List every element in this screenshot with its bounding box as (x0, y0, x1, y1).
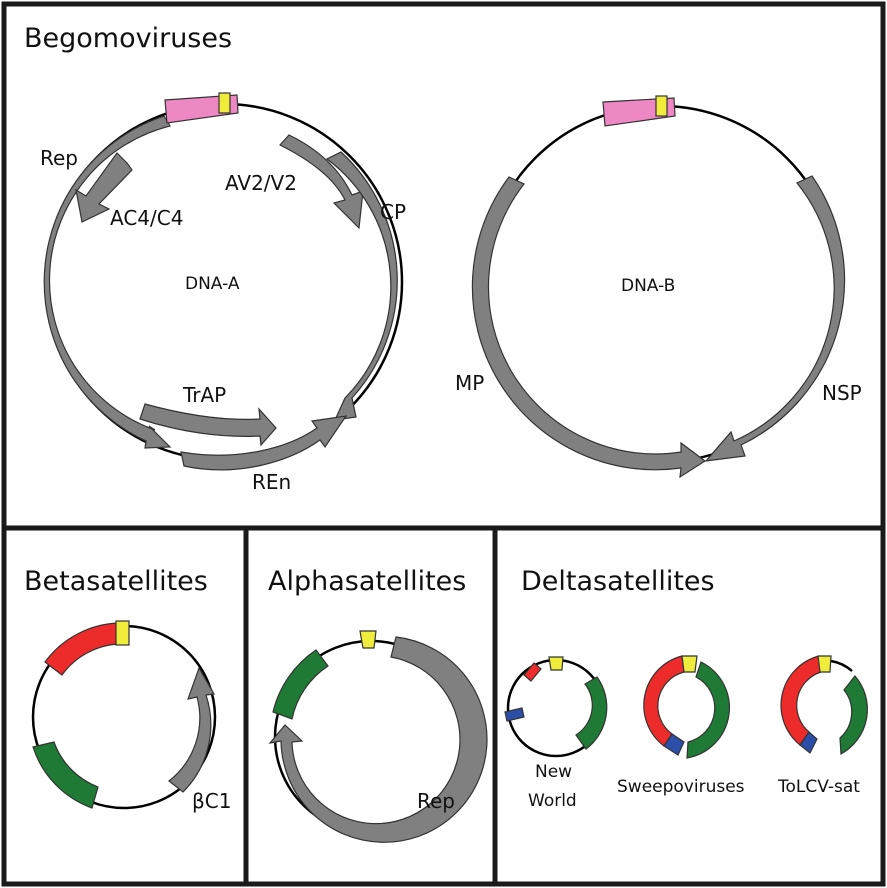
av2-label: AV2/V2 (225, 171, 297, 195)
new-world-red-marker (523, 662, 542, 682)
mp-label: MP (455, 371, 484, 395)
deltasatellite-panel (492, 525, 886, 887)
beta-green-gene (32, 741, 99, 809)
alpha-ori-marker (359, 630, 377, 649)
bc1-label: βC1 (192, 789, 231, 813)
sweepo-green-gene (686, 661, 730, 759)
ac4-gene (75, 152, 133, 223)
cp-gene (325, 151, 398, 421)
ren-label: REn (252, 470, 291, 494)
deltasatellite-title: Deltasatellites (521, 566, 715, 597)
av2-gene (279, 134, 364, 230)
betasatellite-title: Betasatellites (24, 566, 208, 597)
ren-gene (180, 415, 348, 471)
tolcv-blue-marker (799, 731, 818, 754)
new-world-green-gene (575, 676, 608, 750)
alpha-rep-label: Rep (417, 789, 455, 813)
sweepo-label: Sweepoviruses (617, 777, 745, 797)
dna-b-map: DNA-B MP NSP (455, 95, 862, 479)
sweepo-blue-marker (663, 733, 685, 756)
alphasatellite-map: Rep (268, 630, 488, 843)
tolcv-label: ToLCV-sat (777, 777, 860, 797)
trap-gene (139, 403, 277, 447)
begomovirus-panel (1, 1, 886, 531)
ac4-label: AC4/C4 (110, 206, 183, 230)
alphasatellite-title: Alphasatellites (268, 566, 466, 597)
nsp-label: NSP (822, 381, 862, 405)
alpha-green-gene (272, 649, 329, 720)
deltasatellite-tolcv-map: ToLCV-sat (777, 655, 868, 797)
dna-a-map: DNA-A Rep AC4/C4 AV2/V2 CP TrAP REn (40, 92, 406, 494)
new-world-ori-marker (548, 656, 564, 671)
trap-label: TrAP (182, 383, 226, 407)
new-world-blue-marker (504, 707, 525, 722)
deltasatellite-sweepovirus-map: Sweepoviruses (617, 655, 745, 797)
tolcv-backbone-gap (830, 659, 853, 672)
dna-b-label: DNA-B (621, 276, 675, 296)
alpha-rep-gene (268, 636, 488, 843)
dna-b-ori-marker (655, 95, 668, 117)
betasatellite-map: βC1 (31, 620, 231, 813)
sweepo-ori-marker (681, 655, 698, 673)
new-world-label-line1: New (535, 762, 572, 782)
beta-bc1-gene (168, 666, 215, 793)
deltasatellite-new-world-map: New World (504, 656, 608, 811)
tolcv-green-gene (839, 675, 868, 755)
nsp-gene (704, 175, 846, 462)
new-world-label-line2: World (528, 791, 577, 811)
tolcv-ori-marker (817, 655, 832, 673)
beta-ori-marker (115, 620, 130, 646)
rep-gene (43, 115, 172, 449)
mp-gene (471, 176, 707, 479)
rep-label: Rep (40, 146, 78, 170)
dna-a-ori-marker (218, 92, 231, 114)
begomovirus-title: Begomoviruses (24, 23, 232, 54)
cp-label: CP (380, 200, 406, 224)
dna-a-label: DNA-A (185, 274, 240, 294)
